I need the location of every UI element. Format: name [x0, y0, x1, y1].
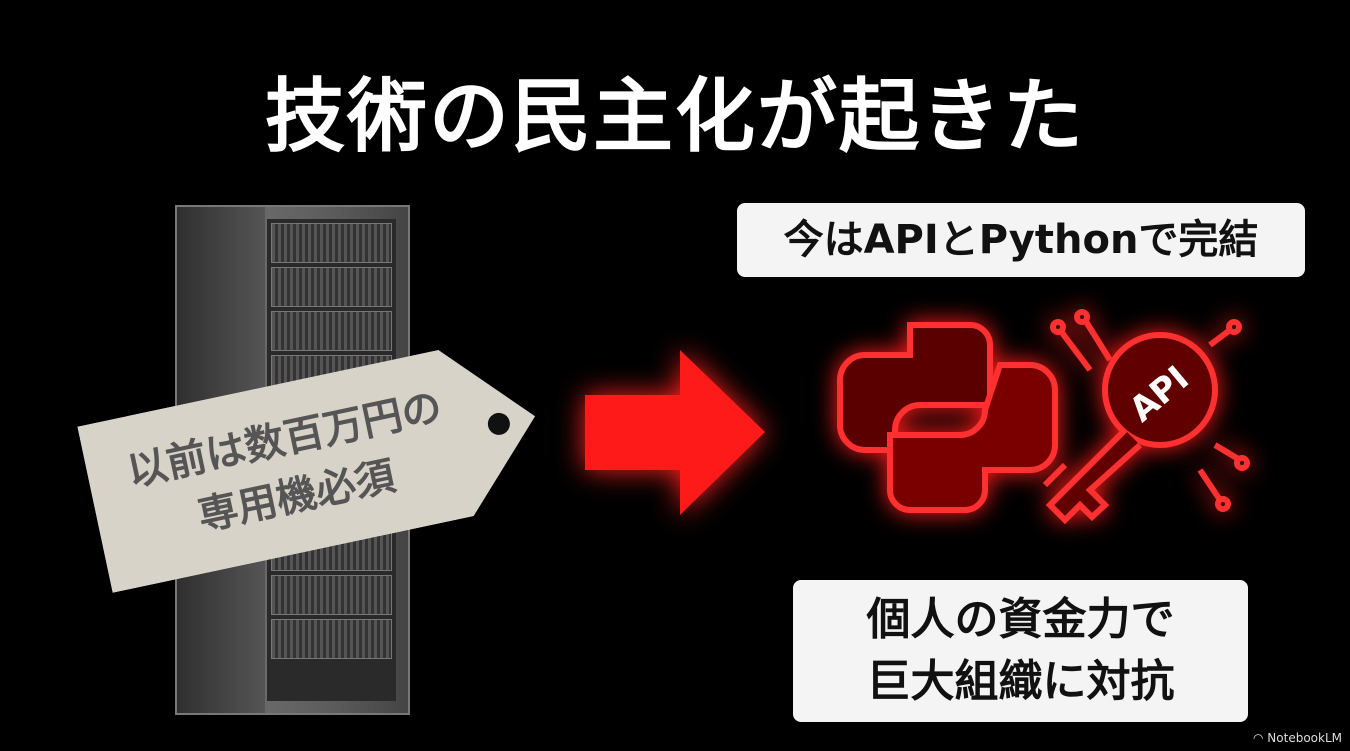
arrow-right-icon [585, 350, 765, 515]
notebooklm-logo-icon: ◠ [1253, 731, 1268, 745]
bottom-caption-line1: 個人の資金力で [866, 594, 1175, 645]
bottom-caption-line2: 巨大組織に対抗 [866, 656, 1175, 707]
notebooklm-watermark: ◠ NotebookLM [1253, 731, 1342, 745]
bottom-caption-box: 個人の資金力で 巨大組織に対抗 [793, 580, 1248, 722]
python-api-key-icon: API [837, 309, 1250, 525]
slide-title: 技術の民主化が起きた [265, 70, 1085, 163]
top-caption-box: 今はAPIとPythonで完結 [737, 203, 1305, 277]
watermark-text: NotebookLM [1267, 731, 1342, 745]
